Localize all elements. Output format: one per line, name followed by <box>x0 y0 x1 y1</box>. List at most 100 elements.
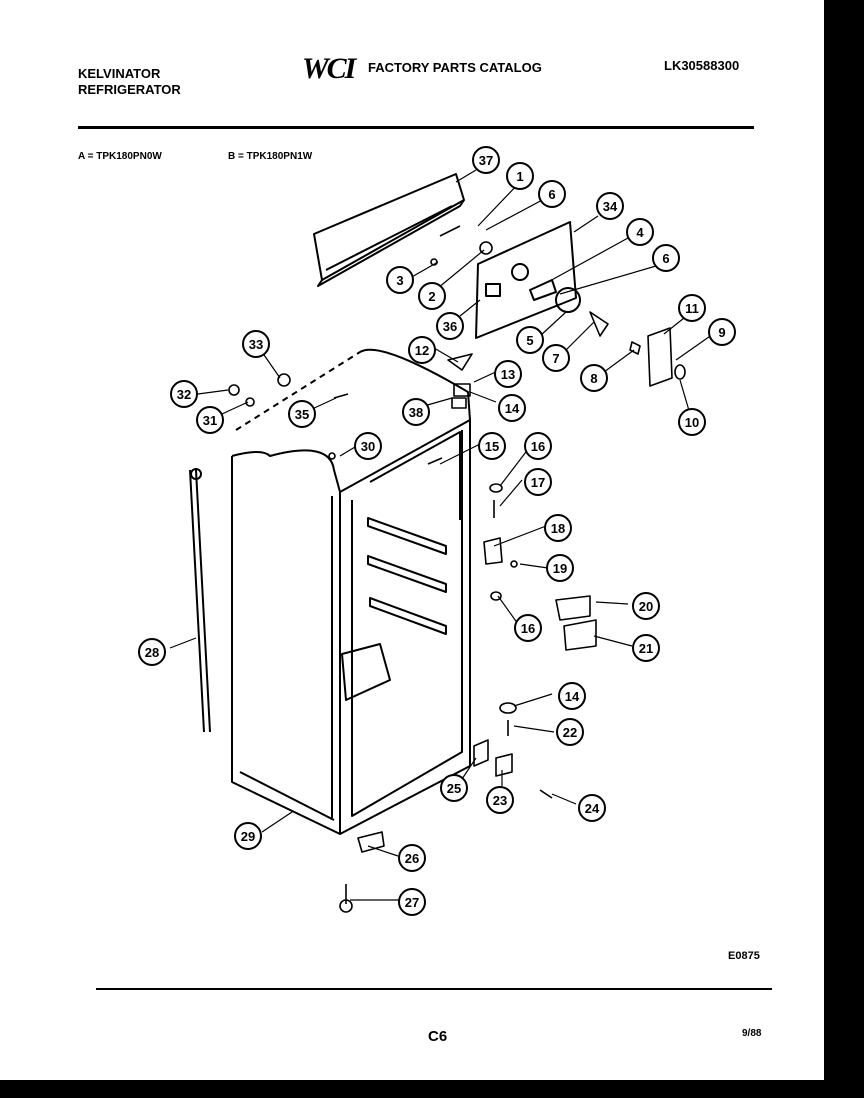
cabinet-part <box>231 348 471 835</box>
callout-label: 25 <box>447 781 461 796</box>
callout-label: 21 <box>639 641 653 656</box>
callout-label: 35 <box>295 407 309 422</box>
callout-label: 38 <box>409 405 423 420</box>
callout-19: 19 <box>546 554 574 582</box>
callout-label: 30 <box>361 439 375 454</box>
louver-panel-part <box>313 173 465 287</box>
callout-label: 20 <box>639 599 653 614</box>
callout-12: 12 <box>408 336 436 364</box>
callout-label: 19 <box>553 561 567 576</box>
callout-label: 18 <box>551 521 565 536</box>
callout-1: 1 <box>506 162 534 190</box>
callout-15: 15 <box>478 432 506 460</box>
callout-8: 8 <box>580 364 608 392</box>
callout-4: 4 <box>626 218 654 246</box>
callout-label: 36 <box>443 319 457 334</box>
callout-3: 3 <box>386 266 414 294</box>
callout-label: 15 <box>485 439 499 454</box>
callout-11: 11 <box>678 294 706 322</box>
callout-18: 18 <box>544 514 572 542</box>
callout-22: 22 <box>556 718 584 746</box>
callout-5: 5 <box>516 326 544 354</box>
callout-23: 23 <box>486 786 514 814</box>
model-b-label: B = TPK180PN1W <box>228 151 313 162</box>
callout-38: 38 <box>402 398 430 426</box>
callout-26: 26 <box>398 844 426 872</box>
scan-border-bottom <box>0 1080 864 1098</box>
page-number: C6 <box>428 1028 448 1045</box>
callout-label: 32 <box>177 387 191 402</box>
callout-label: 14 <box>505 401 520 416</box>
callout-label: 31 <box>203 413 217 428</box>
small-parts <box>228 225 686 913</box>
scan-border-right <box>824 0 864 1098</box>
callout-16: 16 <box>514 614 542 642</box>
callout-label: 17 <box>531 475 545 490</box>
callout-label: 28 <box>145 645 159 660</box>
callout-16: 16 <box>524 432 552 460</box>
callout-label: 2 <box>428 289 435 304</box>
callout-13: 13 <box>494 360 522 388</box>
callout-30: 30 <box>354 432 382 460</box>
callout-32: 32 <box>170 380 198 408</box>
callout-label: 11 <box>685 301 699 316</box>
model-a-label: A = TPK180PN0W <box>78 151 162 162</box>
callout-29: 29 <box>234 822 262 850</box>
callout-label: 12 <box>415 343 429 358</box>
brand-label: KELVINATOR REFRIGERATOR <box>78 66 181 98</box>
callout-label: 26 <box>405 851 419 866</box>
diagram-code: E0875 <box>728 950 760 962</box>
callout-9: 9 <box>708 318 736 346</box>
callout-17: 17 <box>524 468 552 496</box>
callout-20: 20 <box>632 592 660 620</box>
catalog-title: FACTORY PARTS CATALOG <box>368 60 542 75</box>
callout-label: 10 <box>685 415 699 430</box>
callout-label: 16 <box>521 621 535 636</box>
callout-36: 36 <box>436 312 464 340</box>
wci-logo: WCI <box>302 52 356 85</box>
callout-33: 33 <box>242 330 270 358</box>
callout-label: 1 <box>516 169 523 184</box>
callout-label: 16 <box>531 439 545 454</box>
callout-6: 6 <box>652 244 680 272</box>
callout-label: 7 <box>552 351 559 366</box>
callout-label: 27 <box>405 895 419 910</box>
callout-28: 28 <box>138 638 166 666</box>
callout-14: 14 <box>558 682 586 710</box>
callout-37: 37 <box>472 146 500 174</box>
callout-27: 27 <box>398 888 426 916</box>
callout-7: 7 <box>542 344 570 372</box>
callout-label: 22 <box>563 725 577 740</box>
brand-line1: KELVINATOR <box>78 66 161 81</box>
callout-label: 23 <box>493 793 507 808</box>
catalog-code: LK30588300 <box>664 58 740 73</box>
callout-label: 33 <box>249 337 263 352</box>
callout-label: 29 <box>241 829 255 844</box>
leader-lines <box>169 169 717 901</box>
callout-10: 10 <box>678 408 706 436</box>
callout-35: 35 <box>288 400 316 428</box>
callout-label: 6 <box>662 251 669 266</box>
callout-2: 2 <box>418 282 446 310</box>
callout-label: 14 <box>565 689 580 704</box>
callout-label: 24 <box>585 801 600 816</box>
callout-25: 25 <box>440 774 468 802</box>
side-trim-part <box>189 468 211 733</box>
callout-label: 5 <box>526 333 533 348</box>
callout-label: 3 <box>396 273 403 288</box>
print-date: 9/88 <box>742 1028 762 1039</box>
callout-6: 6 <box>538 180 566 208</box>
callout-label: 13 <box>501 367 515 382</box>
footer-rule <box>96 988 772 990</box>
header-rule <box>78 126 754 129</box>
callout-label: 37 <box>479 153 493 168</box>
callout-21: 21 <box>632 634 660 662</box>
control-panel-part <box>475 221 581 339</box>
callout-label: 8 <box>590 371 597 386</box>
callout-label: 34 <box>603 199 618 214</box>
callout-24: 24 <box>578 794 606 822</box>
callout-31: 31 <box>196 406 224 434</box>
